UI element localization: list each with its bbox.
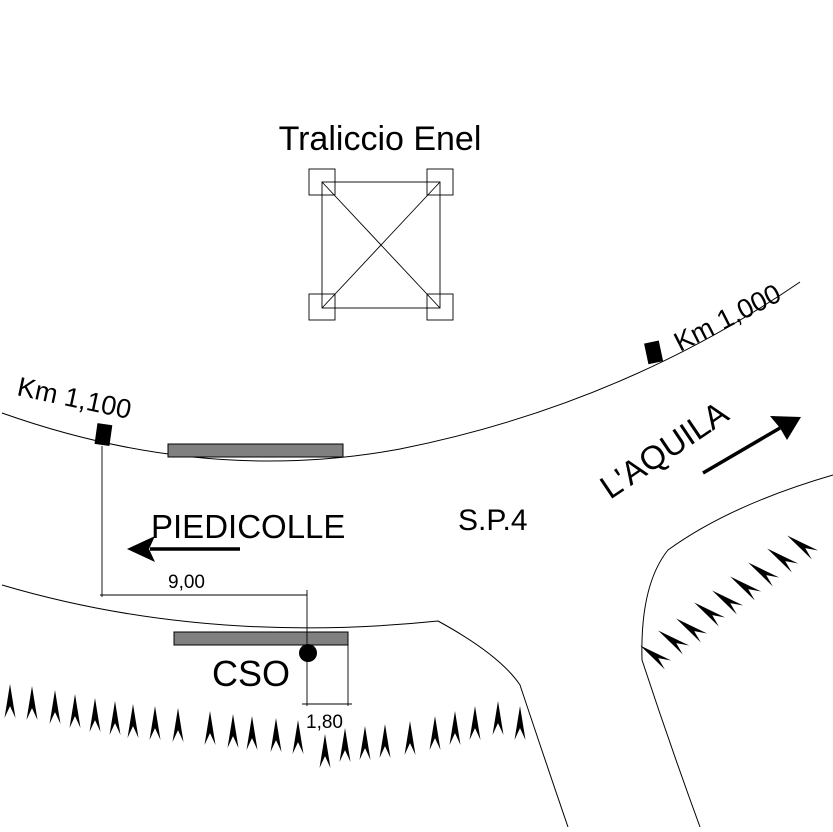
- road-edge-south: [1, 584, 569, 828]
- km-marker-1000: [644, 340, 664, 365]
- embankment-mark: [172, 708, 184, 742]
- embankment-mark: [767, 548, 799, 573]
- km-1100-label: Km 1,100: [15, 372, 134, 425]
- curb-bar-north: [167, 443, 344, 458]
- direction-piedicolle: PIEDICOLLE: [151, 508, 345, 545]
- embankment-mark: [246, 716, 258, 750]
- road: Km 1,100 Km 1,000 S.P.4 PIEDICOLLE L'AQU…: [1, 278, 833, 828]
- embankment-mark: [469, 706, 481, 740]
- pylon-foot: [308, 168, 336, 196]
- embankment-mark: [339, 728, 351, 762]
- embankment-mark: [379, 724, 391, 758]
- pylon-diagonal: [321, 181, 441, 309]
- embankment-mark: [270, 718, 282, 752]
- embankment-mark: [492, 701, 504, 735]
- embankment-south: [4, 684, 526, 768]
- embankment-mark: [787, 535, 819, 560]
- km-1000-label: Km 1,000: [669, 278, 786, 357]
- road-width-label: 9,00: [168, 572, 205, 593]
- embankment-mark: [359, 726, 371, 760]
- embankment-mark: [712, 590, 744, 615]
- embankment-mark: [127, 704, 139, 738]
- pylon-label: Traliccio Enel: [279, 120, 482, 158]
- road-edge-north: [1, 281, 801, 462]
- pylon-foot: [308, 293, 336, 321]
- pylon-foot: [426, 168, 454, 196]
- embankment-mark: [292, 720, 304, 754]
- embankment-mark: [730, 576, 762, 601]
- embankment-mark: [658, 630, 690, 655]
- cso-label: CSO: [212, 653, 290, 694]
- embankment-mark: [748, 562, 780, 587]
- embankment-mark: [640, 645, 672, 670]
- embankment-mark: [429, 716, 441, 750]
- embankment-branch: [640, 535, 819, 670]
- embankment-mark: [227, 714, 239, 748]
- embankment-mark: [514, 706, 526, 740]
- dimensions: 9,00 1,80: [100, 446, 352, 733]
- embankment-mark: [149, 706, 161, 740]
- embankment-mark: [676, 618, 708, 643]
- embankment-mark: [4, 684, 16, 718]
- embankment-mark: [404, 721, 416, 755]
- pylon: Traliccio Enel: [279, 120, 482, 321]
- km-marker-1100: [94, 423, 113, 447]
- arrow-right-icon: [702, 416, 801, 475]
- pylon-foot: [426, 293, 454, 321]
- direction-laquila: L'AQUILA: [593, 394, 734, 506]
- embankment-mark: [69, 694, 81, 728]
- offset-label: 1,80: [306, 712, 343, 733]
- embankment-mark: [319, 734, 331, 768]
- cso-dot: [299, 644, 317, 662]
- embankment-mark: [694, 602, 726, 627]
- pylon-frame: [321, 181, 441, 309]
- curb-bar-south: [173, 631, 349, 646]
- cso-point: CSO: [212, 644, 317, 694]
- embankment-mark: [89, 698, 101, 732]
- embankment-mark: [49, 690, 61, 724]
- arrow-left-icon: [127, 536, 240, 562]
- embankment-mark: [204, 711, 216, 745]
- embankment-mark: [26, 686, 38, 720]
- embankment-mark: [109, 701, 121, 735]
- road-edge-branch: [641, 474, 833, 828]
- road-name: S.P.4: [458, 504, 528, 537]
- embankment-mark: [449, 711, 461, 745]
